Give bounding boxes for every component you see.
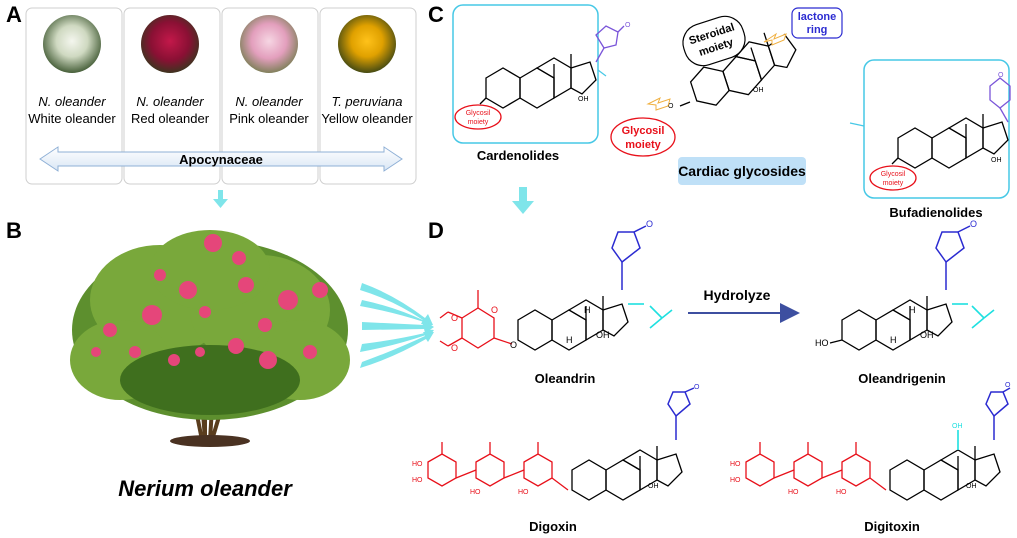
fan-arrows (360, 283, 434, 368)
h-oleandrigenin-1: H (890, 335, 897, 345)
species-label-1: N. oleander (38, 94, 106, 109)
bufadienolides-label: Bufadienolides (889, 205, 982, 220)
arrow-c-to-d (512, 187, 534, 214)
oh-label-c1: OH (578, 96, 589, 103)
panel-label-c: C (428, 2, 444, 27)
cardiac-glycoside-structure: O OH Steroidal moiety lactone ring Glyco… (610, 7, 843, 157)
hydrolyze-label: Hydrolyze (704, 287, 771, 303)
card-red (123, 7, 221, 185)
digitoxin-lactone-o: O (1005, 382, 1011, 389)
common-name-4: Yellow oleander (321, 111, 413, 126)
panel-label-a: A (6, 2, 22, 27)
common-name-1: White oleander (28, 111, 116, 126)
digoxin-ho-4: HO (518, 489, 529, 496)
moiety-label-c3: moiety (883, 180, 904, 187)
digitoxin-label: Digitoxin (864, 519, 920, 534)
digitoxin-cyan-oh: OH (952, 423, 963, 430)
digitoxin-ho-1: HO (730, 461, 741, 468)
pink-oleander-photo (240, 15, 298, 73)
sugar-o-3: O (491, 305, 498, 315)
h-oleandrin-1: H (566, 335, 573, 345)
digoxin-ho-1: HO (412, 461, 423, 468)
glycoside-o: O (510, 340, 517, 350)
digoxin-oh: OH (648, 483, 659, 490)
digitoxin-structure: HO HO HO HO OH OH O (730, 382, 1011, 501)
cardenolides-label: Cardenolides (477, 148, 559, 163)
carbonyl-o-1: O (625, 22, 631, 29)
sugar-o-1: O (451, 313, 458, 323)
plant-name: Nerium oleander (118, 476, 293, 501)
oleandrin-structure: O O O O H H OH O (439, 219, 673, 353)
cardenolide-structure-box: O OH Glycosil moiety (452, 4, 631, 144)
ring-label: ring (807, 24, 828, 36)
digoxin-lactone-o: O (694, 384, 700, 391)
lactone-o-2: O (970, 219, 977, 229)
digoxin-ho-3: HO (470, 489, 481, 496)
oh-oleandrin: OH (596, 330, 610, 340)
oh-oleandrigenin: OH (920, 330, 934, 340)
digitoxin-ho-3: HO (788, 489, 799, 496)
h-oleandrin-2: H (584, 305, 591, 315)
digoxin-ho-2: HO (412, 477, 423, 484)
yellow-oleander-photo (338, 15, 396, 73)
red-oleander-photo (141, 15, 199, 73)
species-label-4: T. peruviana (331, 94, 402, 109)
bufadienolide-structure-box: OH O Glycosil moiety (849, 59, 1011, 199)
common-name-3: Pink oleander (229, 111, 309, 126)
oh-label-c2: OH (753, 87, 764, 94)
glycosil-label-c2: Glycosil (622, 125, 665, 137)
species-label-2: N. oleander (136, 94, 204, 109)
h-oleandrigenin-2: H (909, 305, 916, 315)
lactone-o-1: O (646, 219, 653, 229)
oleandrigenin-structure: HO H H OH O (815, 219, 995, 351)
card-white (25, 7, 123, 185)
digoxin-structure: HO HO HO HO OH O (412, 384, 700, 501)
ho-oleandrigenin: HO (815, 338, 829, 348)
white-oleander-photo (43, 15, 101, 73)
panel-label-d: D (428, 218, 444, 243)
lactone-label: lactone (798, 11, 837, 23)
species-label-3: N. oleander (235, 94, 303, 109)
arrow-a-to-b (213, 190, 228, 208)
moiety-label-c1: moiety (468, 119, 489, 126)
digitoxin-ho-2: HO (730, 477, 741, 484)
card-pink (221, 7, 319, 185)
panel-label-b: B (6, 218, 22, 243)
family-arrow (39, 146, 403, 172)
moiety-label-c2: moiety (625, 139, 661, 151)
oh-label-c3: OH (991, 157, 1002, 164)
carbonyl-o-2: O (998, 72, 1004, 79)
oleandrigenin-label: Oleandrigenin (858, 371, 945, 386)
digitoxin-ho-4: HO (836, 489, 847, 496)
cardiac-glycosides-label: Cardiac glycosides (678, 163, 806, 179)
digitoxin-oh: OH (966, 483, 977, 490)
glycosil-label-c3: Glycosil (881, 171, 906, 178)
family-label: Apocynaceae (179, 152, 263, 167)
o-label-c2: O (668, 103, 674, 110)
oleander-shrub-illustration (70, 230, 350, 447)
digoxin-label: Digoxin (529, 519, 577, 534)
oleandrin-label: Oleandrin (535, 371, 596, 386)
plant-cards: N. oleander White oleander N. oleander R… (25, 7, 417, 185)
common-name-2: Red oleander (131, 111, 210, 126)
cardiac-glycosides-box (678, 157, 806, 185)
glycosil-label-c1: Glycosil (466, 110, 491, 117)
card-yellow (319, 7, 417, 185)
sugar-o-2: O (451, 343, 458, 353)
